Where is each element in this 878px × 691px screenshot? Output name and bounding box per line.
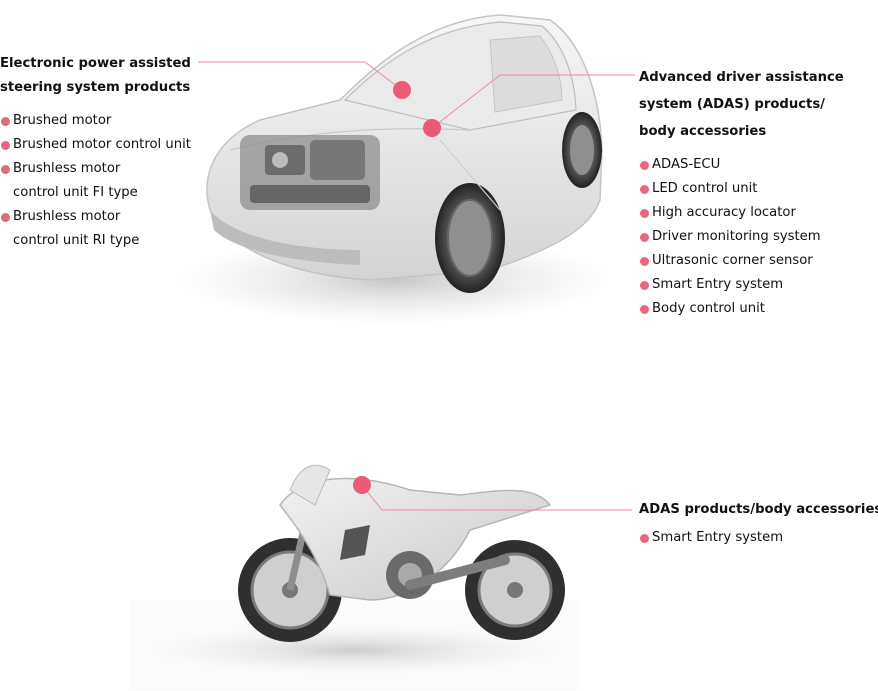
- adas-heading-line: body accessories: [639, 124, 767, 139]
- list-item: LED control unit: [639, 177, 844, 201]
- motorcycle-illustration: [130, 464, 580, 690]
- list-item: ADAS-ECU: [639, 153, 844, 177]
- steering-products-block: Electronic power assisted steering syste…: [0, 52, 191, 253]
- list-item: Driver monitoring system: [639, 225, 844, 249]
- list-item: Smart Entry system: [639, 526, 878, 550]
- adas-heading: Advanced driver assistance system (ADAS)…: [639, 64, 844, 145]
- list-item: Brushless motor control unit FI type: [0, 157, 191, 205]
- list-item: Brushed motor: [0, 109, 191, 133]
- motorcycle-heading-line: ADAS products/body accessories: [639, 502, 878, 517]
- adas-products-block: Advanced driver assistance system (ADAS)…: [639, 64, 844, 321]
- steering-heading-line: Electronic power assisted: [0, 56, 191, 71]
- steering-heading: Electronic power assisted steering syste…: [0, 52, 191, 100]
- adas-heading-line: system (ADAS) products/: [639, 97, 825, 112]
- steering-item-list: Brushed motor Brushed motor control unit…: [0, 109, 191, 253]
- steering-heading-line: steering system products: [0, 80, 191, 95]
- car-illustration: [175, 14, 615, 325]
- list-item: Body control unit: [639, 297, 844, 321]
- adas-heading-line: Advanced driver assistance: [639, 70, 844, 85]
- motorcycle-products-block: ADAS products/body accessories Smart Ent…: [639, 498, 878, 550]
- motorcycle-item-list: Smart Entry system: [639, 526, 878, 550]
- list-item: High accuracy locator: [639, 201, 844, 225]
- motorcycle-heading: ADAS products/body accessories: [639, 498, 878, 522]
- list-item: Smart Entry system: [639, 273, 844, 297]
- list-item: Ultrasonic corner sensor: [639, 249, 844, 273]
- list-item: Brushed motor control unit: [0, 133, 191, 157]
- list-item: Brushless motor control unit RI type: [0, 205, 191, 253]
- adas-item-list: ADAS-ECU LED control unit High accuracy …: [639, 153, 844, 321]
